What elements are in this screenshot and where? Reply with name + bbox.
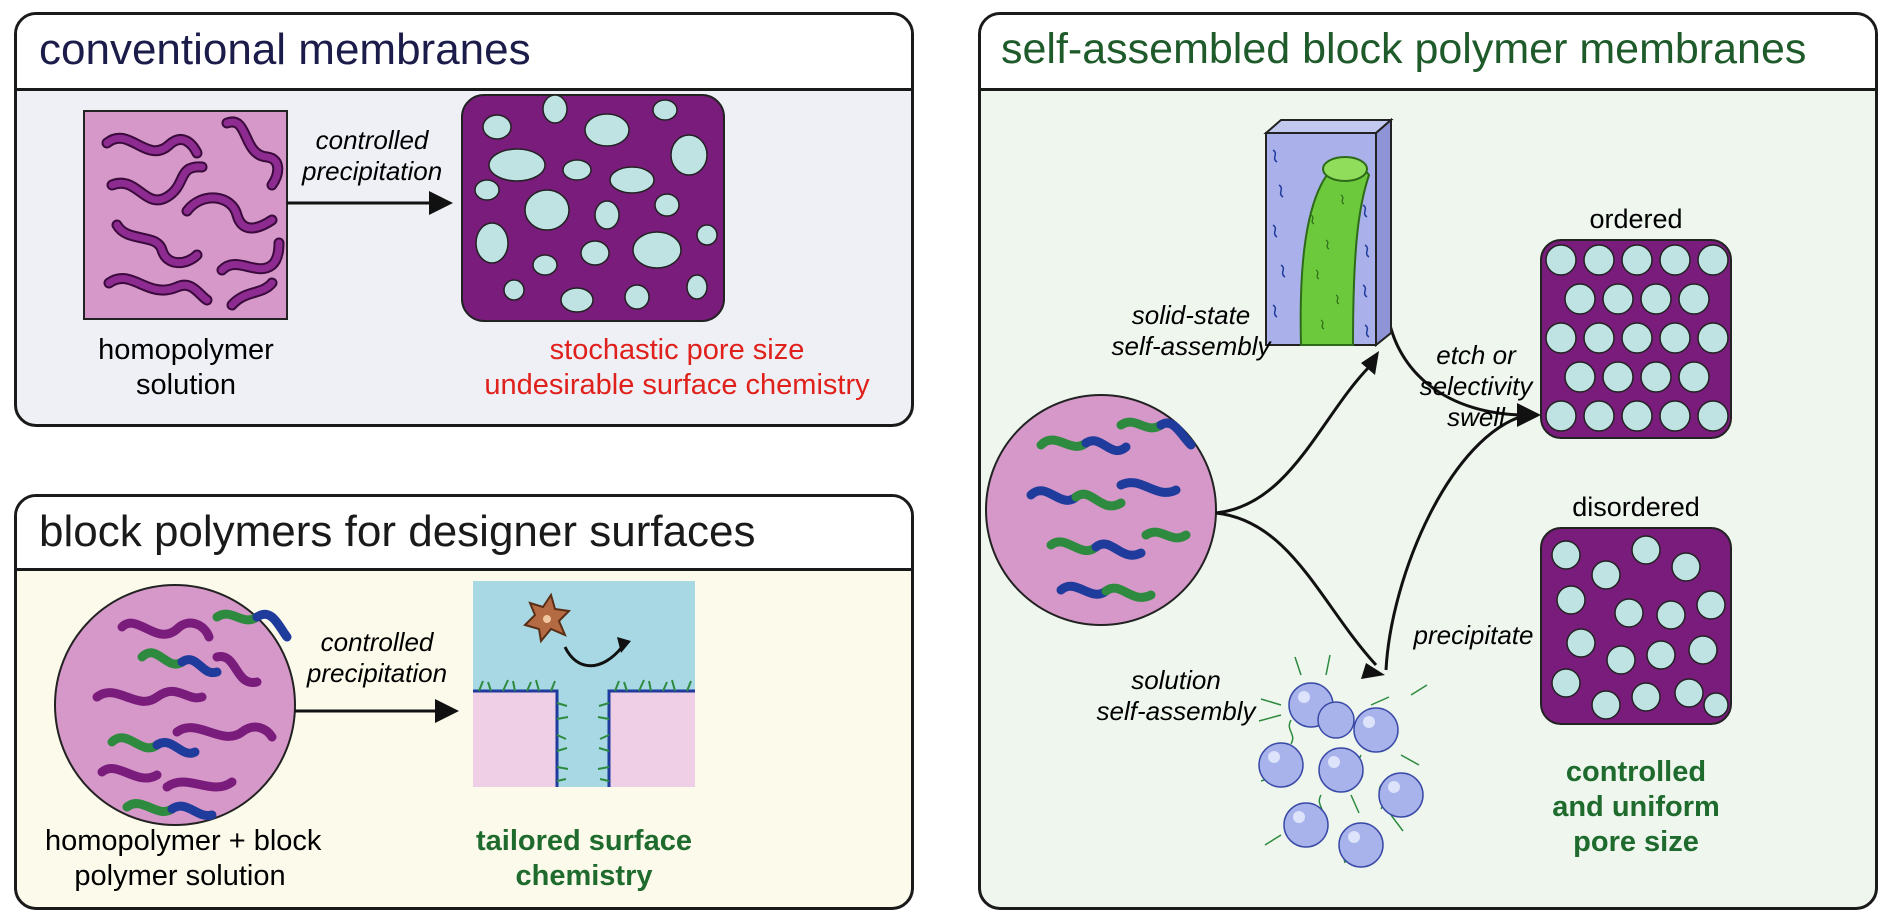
ordered-pore [1545,322,1577,354]
ordered-pore [1659,244,1691,276]
ordered-pore [1545,244,1577,276]
panel-title: self-assembled block polymer membranes [1001,25,1807,73]
etch-line1: etch or [1436,340,1516,370]
self-assembled-membranes-panel: self-assembled block polymer membranes [978,12,1878,910]
ordered-pores [1545,244,1729,432]
ordered-pore [1659,400,1691,432]
ordered-pore [1564,361,1596,393]
ordered-pore [1583,400,1615,432]
process-label-line2: precipitation [306,658,448,689]
input-label-line2: polymer solution [74,859,286,892]
micelle-cluster [1258,654,1428,868]
panel-title: conventional membranes [39,25,531,74]
panel-header: self-assembled block polymer membranes [981,15,1875,91]
process-label-line1: controlled [315,125,429,155]
result-line1: controlled [1565,756,1707,788]
disordered-pores [1551,535,1729,720]
block-polymers-graphic [54,581,695,826]
homopolymer-chains [92,618,277,792]
ordered-pore [1621,400,1653,432]
output-label-line2: undesirable surface chemistry [484,368,870,401]
output-label-line1: tailored surface [476,825,692,857]
result-label: controlled and uniform pore size [1526,755,1746,859]
process-label: controlled precipitation [302,125,442,187]
ordered-label: ordered [1589,204,1683,234]
route-solution-line1: solution [1131,665,1221,695]
input-label-line1: homopolymer [98,334,274,366]
process-arrow [295,699,459,723]
ordered-pore [1697,322,1729,354]
ordered-pore [1602,283,1634,315]
polymer-chains-fill [103,118,283,309]
solid-state-block [1263,117,1394,348]
ordered-pore [1621,244,1653,276]
solid-state-route-label: solid-state self-assembly [1081,300,1301,362]
route-solid-line1: solid-state [1131,300,1251,330]
ordered-pore [1583,244,1615,276]
solution-route-label: solution self-assembly [1061,665,1291,727]
block-copolymer-chains [107,609,292,820]
output-label-line1: stochastic pore size [549,334,805,366]
process-label: controlled precipitation [302,627,452,689]
ordered-pore [1640,361,1672,393]
ordered-pore [1697,244,1729,276]
conventional-membranes-panel: conventional membranes [14,12,914,427]
ordered-pore [1583,322,1615,354]
precipitate-step-label: precipitate [1413,620,1534,650]
surface-brushes [478,679,692,782]
brush-layer [473,689,695,787]
input-label-line2: solution [136,368,236,401]
solution-region [473,581,695,691]
ordered-pore [1564,283,1596,315]
ordered-pore [1640,283,1672,315]
self-assembly-graphic [985,117,1732,868]
etch-step-label: etch or selectivity swell [1411,340,1541,434]
route-solid-line2: self-assembly [1111,331,1271,362]
ordered-pore [1697,400,1729,432]
output-label-line2: chemistry [515,859,653,892]
output-label: tailored surface chemistry [454,824,714,894]
block-copolymer-chains [1026,417,1196,602]
ordered-pore [1602,361,1634,393]
arrowheads [1361,351,1541,679]
etch-line2: selectivity [1419,371,1533,402]
route-solution-line2: self-assembly [1096,696,1256,727]
ordered-pore [1678,283,1710,315]
process-label-line2: precipitation [302,156,443,187]
panel-header: block polymers for designer surfaces [17,497,911,571]
input-label: homopolymer solution [77,333,295,403]
conventional-membranes-graphic [83,94,725,322]
ordered-pore [1659,322,1691,354]
panel-title: block polymers for designer surfaces [39,507,756,556]
result-line2: and uniform [1552,790,1720,823]
panel-header: conventional membranes [17,15,911,91]
process-arrow [287,191,453,215]
output-label: stochastic pore size undesirable surface… [447,333,907,403]
repel-arrow [563,637,631,668]
cell-icon [523,592,572,644]
block-polymers-surfaces-panel: block polymers for designer surfaces [14,494,914,910]
result-line3: pore size [1573,825,1699,858]
process-label-line1: controlled [320,627,434,657]
input-label-line1: homopolymer + block [45,825,322,857]
ordered-pore [1545,400,1577,432]
input-label: homopolymer + block polymer solution [45,824,322,894]
ordered-pore [1621,322,1653,354]
etch-line3: swell [1447,402,1505,433]
random-pores [474,94,718,313]
block-polymer-solution-circle [985,394,1217,626]
ordered-pore [1678,361,1710,393]
disordered-label: disordered [1572,492,1700,522]
